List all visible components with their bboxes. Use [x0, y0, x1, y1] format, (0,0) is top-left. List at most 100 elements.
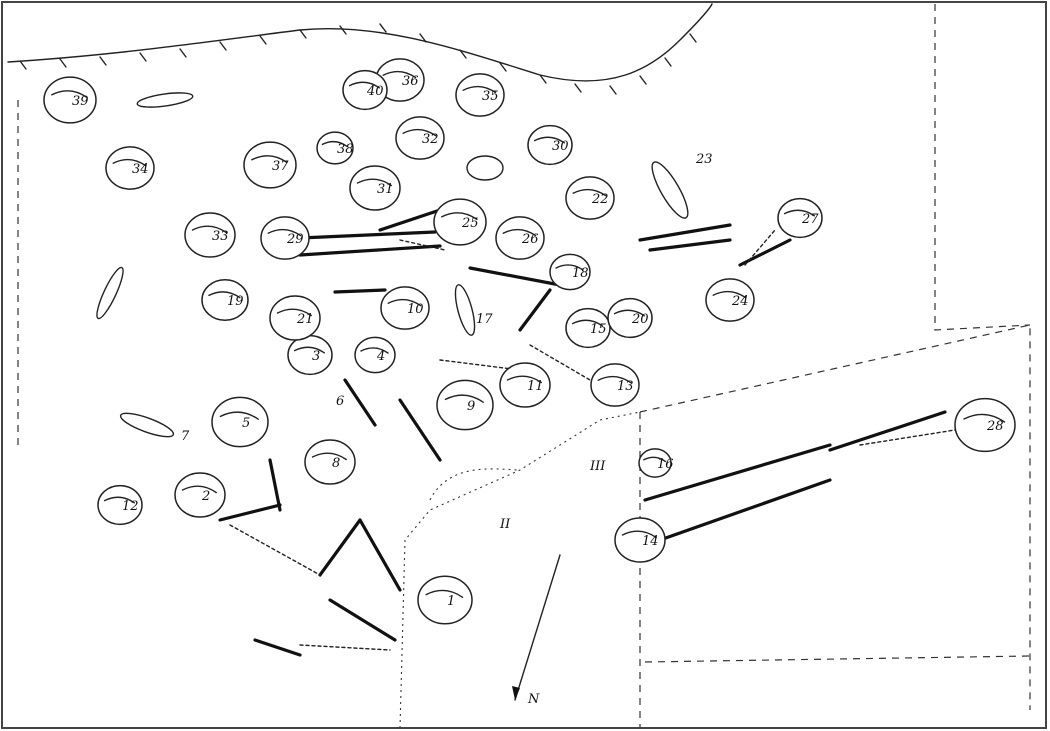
hatch-mark-13 [499, 62, 507, 72]
skull-40 [342, 69, 388, 111]
skull-suture-40 [348, 81, 380, 89]
skull-suture-35 [462, 85, 497, 94]
skull-4 [354, 336, 396, 374]
skull-suture-4 [360, 347, 389, 354]
trench-boundary-bottom [644, 655, 1031, 663]
skull-label-39: 39 [72, 94, 89, 109]
skull-suture-22 [572, 188, 607, 197]
skull-suture-21 [276, 308, 312, 317]
skull-label-20: 20 [631, 312, 649, 327]
skull-label-9: 9 [467, 399, 475, 414]
skull-label-5: 5 [242, 416, 250, 431]
bowl [466, 155, 504, 181]
hatch-mark-14 [539, 74, 547, 84]
skull-3 [287, 334, 333, 376]
skull-label-35: 35 [482, 89, 499, 104]
skull-14 [614, 517, 666, 563]
skull-suture-28 [963, 413, 1006, 423]
hatch-mark-3 [99, 56, 107, 66]
skull-21 [269, 295, 321, 341]
skull-label-25: 25 [461, 216, 479, 231]
skull-label-31: 31 [377, 182, 394, 197]
skull-label-26: 26 [521, 232, 539, 247]
skull-37 [243, 141, 297, 189]
skull-label-21: 21 [296, 312, 314, 327]
skull-suture-29 [267, 228, 302, 237]
skull-label-8: 8 [332, 456, 340, 471]
skull-20 [607, 297, 653, 339]
skull-label-29: 29 [286, 232, 304, 247]
skull-suture-34 [112, 158, 147, 167]
skull-30 [527, 124, 573, 166]
skull-suture-14 [621, 530, 657, 539]
skull-suture-39 [51, 90, 88, 99]
skull-suture-38 [321, 141, 348, 147]
north-arrow-head [512, 686, 520, 700]
stone-1 [136, 92, 194, 108]
skull-suture-15 [571, 319, 603, 327]
skull-suture-31 [356, 178, 392, 187]
skull-label-24: 24 [731, 294, 749, 309]
skull-33 [184, 212, 236, 258]
skull-suture-27 [783, 209, 815, 217]
skull-suture-5 [219, 411, 259, 420]
skull-label-37: 37 [272, 159, 289, 174]
skull-32 [395, 116, 445, 160]
skull-suture-11 [506, 375, 542, 384]
hatch-mark-15 [574, 83, 582, 93]
skull-label-13: 13 [617, 379, 634, 394]
skull-label-10: 10 [407, 302, 424, 317]
skull-suture-2 [181, 485, 217, 494]
skull-suture-36 [382, 70, 417, 79]
north-label: N [527, 692, 540, 707]
skull-suture-37 [251, 155, 288, 164]
skull-38 [316, 131, 354, 165]
skull-label-1: 1 [447, 594, 455, 609]
trench-boundary-right [934, 4, 1031, 331]
skull-13 [590, 363, 640, 407]
skull-2 [174, 472, 226, 518]
pit-outline-inner [429, 468, 521, 501]
skull-35 [455, 73, 505, 117]
skull-suture-33 [191, 225, 227, 234]
skull-suture-20 [613, 309, 645, 317]
skull-suture-32 [402, 128, 437, 137]
skull-9 [436, 379, 494, 431]
skull-suture-24 [712, 290, 747, 299]
skull-label-12: 12 [122, 499, 139, 514]
stone-4 [454, 284, 476, 336]
hatch-mark-12 [459, 49, 467, 59]
skull-suture-13 [597, 375, 632, 384]
hatch-mark-18 [664, 57, 672, 67]
north-arrow [514, 554, 561, 701]
skull-label-16: 16 [657, 457, 674, 472]
stone-5 [651, 161, 689, 219]
zone-label-iii: III [589, 459, 606, 474]
skull-label-15: 15 [590, 322, 607, 337]
skull-label-32: 32 [422, 132, 439, 147]
skull-label-40: 40 [366, 84, 384, 99]
stone-3 [119, 412, 175, 438]
hatch-mark-1 [19, 60, 27, 70]
pit-outline [399, 411, 641, 729]
skull-label-7: 7 [181, 429, 190, 444]
hatch-mark-4 [139, 52, 147, 62]
skull-label-38: 38 [337, 142, 354, 157]
zone-label-ii: II [499, 517, 511, 532]
skull-suture-8 [311, 452, 347, 461]
skull-label-28: 28 [986, 419, 1004, 434]
hatch-mark-7 [259, 35, 267, 45]
skull-28 [954, 397, 1016, 453]
skull-suture-26 [502, 228, 537, 237]
skull-suture-10 [387, 298, 422, 307]
skull-label-4: 4 [376, 349, 385, 364]
stone-2 [96, 266, 124, 320]
skull-label-3: 3 [312, 349, 320, 364]
skull-label-23: 23 [695, 152, 713, 167]
skull-26 [495, 216, 545, 260]
hatch-mark-6 [219, 41, 227, 51]
skull-label-18: 18 [572, 266, 589, 281]
